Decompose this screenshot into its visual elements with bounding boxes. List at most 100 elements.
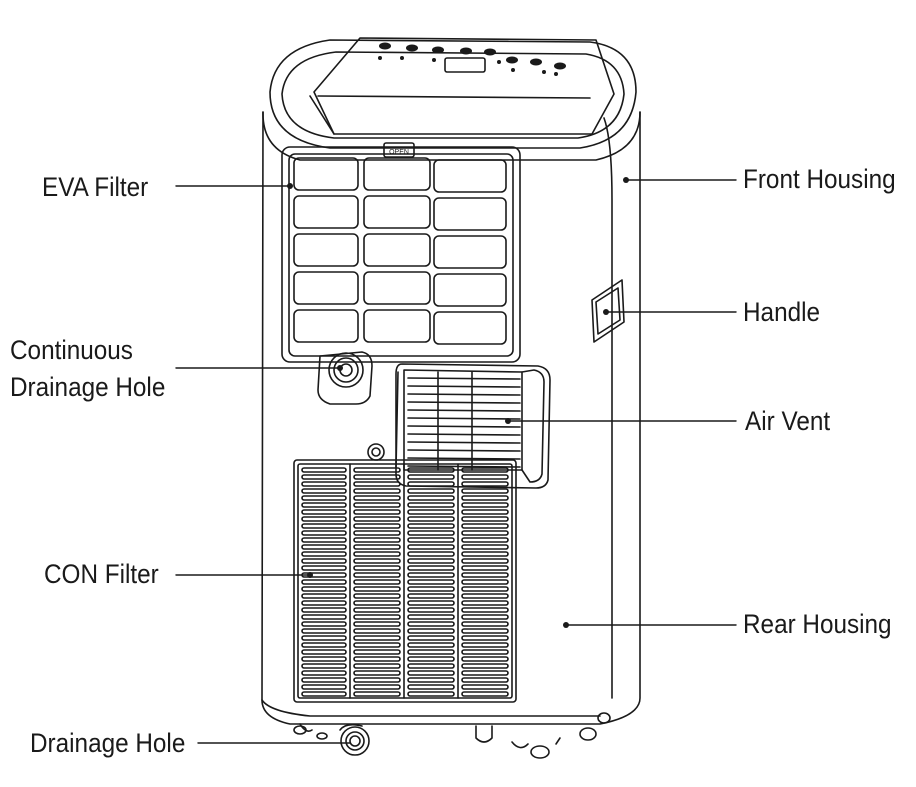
con-slot [407, 656, 455, 662]
con-slot [301, 635, 347, 641]
eva-filter-cell [363, 309, 431, 343]
con-slot [353, 628, 401, 634]
con-slot [407, 628, 455, 634]
con-slot [461, 502, 509, 508]
con-slot [353, 558, 401, 564]
drainage-hole [339, 723, 370, 756]
con-slot [353, 530, 401, 536]
con-slot [461, 600, 509, 606]
con-slot [407, 684, 455, 690]
con-slot [353, 565, 401, 571]
eva-filter-cell [293, 157, 359, 191]
con-slot [353, 551, 401, 557]
con-slot [301, 649, 347, 655]
con-slot [301, 586, 347, 592]
con-slot [353, 677, 401, 683]
con-slot [461, 691, 509, 697]
con-slot [407, 614, 455, 620]
vent-slat [407, 409, 521, 412]
con-slot [461, 635, 509, 641]
label-con-filter: CON Filter [44, 559, 159, 589]
label-air-vent: Air Vent [745, 406, 831, 436]
label-front-housing: Front Housing [743, 164, 896, 194]
con-slot [353, 586, 401, 592]
con-slot [353, 474, 401, 480]
con-slot [461, 607, 509, 613]
con-slot [407, 642, 455, 648]
con-slot [301, 663, 347, 669]
con-slot [461, 551, 509, 557]
con-slot [461, 495, 509, 501]
con-slot [301, 488, 347, 494]
con-slot [461, 488, 509, 494]
con-slot [461, 670, 509, 676]
con-slot [407, 586, 455, 592]
vent-slat [407, 385, 521, 388]
con-slot [301, 544, 347, 550]
con-slot [407, 502, 455, 508]
con-slot [301, 677, 347, 683]
con-slot [301, 516, 347, 522]
con-slot [301, 502, 347, 508]
eva-filter-cell [363, 157, 431, 191]
eva-filter-cell [433, 311, 507, 345]
eva-filter-cell [433, 197, 507, 231]
con-slot [353, 600, 401, 606]
label-eva-filter: EVA Filter [42, 172, 149, 202]
con-slot [353, 537, 401, 543]
con-slot [407, 516, 455, 522]
con-slot [301, 621, 347, 627]
con-slot [301, 579, 347, 585]
con-slot [407, 593, 455, 599]
air-vent-slats [407, 371, 521, 471]
con-slot [407, 481, 455, 487]
con-slot [301, 628, 347, 634]
eva-filter-cell [433, 159, 507, 193]
vent-slat [407, 433, 521, 436]
con-slot [353, 572, 401, 578]
label-handle: Handle [743, 297, 821, 327]
con-slot [461, 572, 509, 578]
con-slot [407, 621, 455, 627]
con-slot [301, 614, 347, 620]
con-slot [407, 677, 455, 683]
con-slot [301, 670, 347, 676]
unit-body [261, 111, 641, 725]
con-slot [301, 684, 347, 690]
handle [591, 279, 625, 343]
con-slot [407, 523, 455, 529]
vent-slat [407, 441, 521, 444]
con-slot [407, 663, 455, 669]
casters [293, 712, 611, 759]
con-slot [461, 628, 509, 634]
con-slot [461, 474, 509, 480]
con-slot [407, 600, 455, 606]
con-slot [353, 663, 401, 669]
con-slot [461, 530, 509, 536]
con-slot [353, 467, 401, 473]
con-slot [461, 467, 509, 473]
vent-slat [407, 393, 521, 396]
con-slot [407, 551, 455, 557]
con-slot [353, 481, 401, 487]
eva-filter-cell [363, 271, 431, 305]
con-slot [461, 544, 509, 550]
con-slot [461, 677, 509, 683]
con-slot [407, 544, 455, 550]
con-slot [407, 509, 455, 515]
con-slot [301, 593, 347, 599]
con-slot [407, 488, 455, 494]
vent-slat [407, 377, 521, 380]
con-slot [407, 691, 455, 697]
vent-slat [407, 417, 521, 420]
vent-slat [407, 457, 521, 460]
con-slot [301, 642, 347, 648]
con-slot [407, 558, 455, 564]
con-slot [353, 656, 401, 662]
con-slot [353, 614, 401, 620]
label-continuous-drainage-line1: Continuous [10, 335, 133, 365]
con-slot [407, 635, 455, 641]
vent-slat [407, 401, 521, 404]
